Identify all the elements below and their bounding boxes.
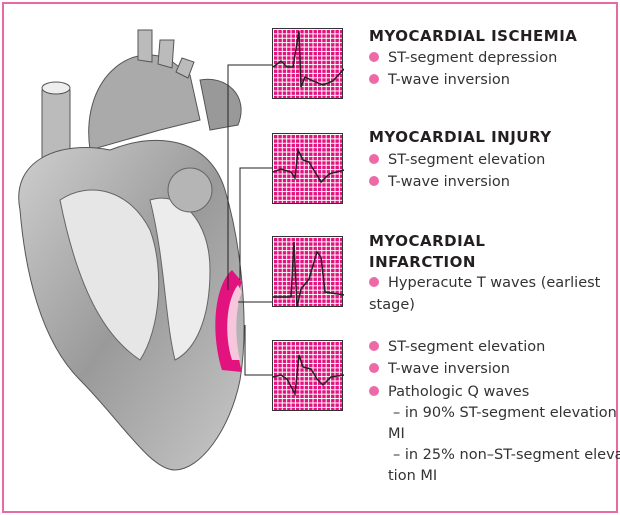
- ecg-infarction-q-waves: [272, 340, 344, 411]
- list-item: T-wave inversion: [369, 359, 510, 380]
- sub-item-continuation: tion MI: [388, 468, 438, 484]
- bullet-icon: [369, 176, 379, 186]
- list-item: ST-segment elevation: [369, 337, 545, 358]
- list-item: ST-segment depression: [369, 48, 557, 69]
- bullet-icon: [369, 363, 379, 373]
- bullet-icon: [369, 277, 379, 287]
- ecg-infarction-hyperacute: [272, 236, 344, 308]
- list-item-continuation: stage): [369, 297, 415, 313]
- ecg-ischemia: [272, 28, 344, 99]
- sub-item-continuation: MI: [388, 426, 405, 442]
- title-ischemia: MYOCARDIAL ISCHEMIA: [369, 27, 578, 45]
- list-item: ST-segment elevation: [369, 150, 545, 171]
- bullet-icon: [369, 74, 379, 84]
- title-infarction-line2: INFARCTION: [369, 253, 476, 271]
- list-item: Pathologic Q waves: [369, 382, 529, 403]
- title-infarction-line1: MYOCARDIAL: [369, 232, 486, 250]
- sub-item: – in 90% ST-segment elevation: [393, 405, 617, 421]
- ecg-injury: [272, 133, 344, 204]
- bullet-icon: [369, 386, 379, 396]
- bullet-icon: [369, 341, 379, 351]
- list-item: Hyperacute T waves (earliest: [369, 273, 600, 294]
- bullet-icon: [369, 154, 379, 164]
- sub-item: – in 25% non–ST-segment eleva-: [393, 447, 620, 463]
- list-item: T-wave inversion: [369, 70, 510, 91]
- title-injury: MYOCARDIAL INJURY: [369, 128, 552, 146]
- bullet-icon: [369, 52, 379, 62]
- list-item: T-wave inversion: [369, 172, 510, 193]
